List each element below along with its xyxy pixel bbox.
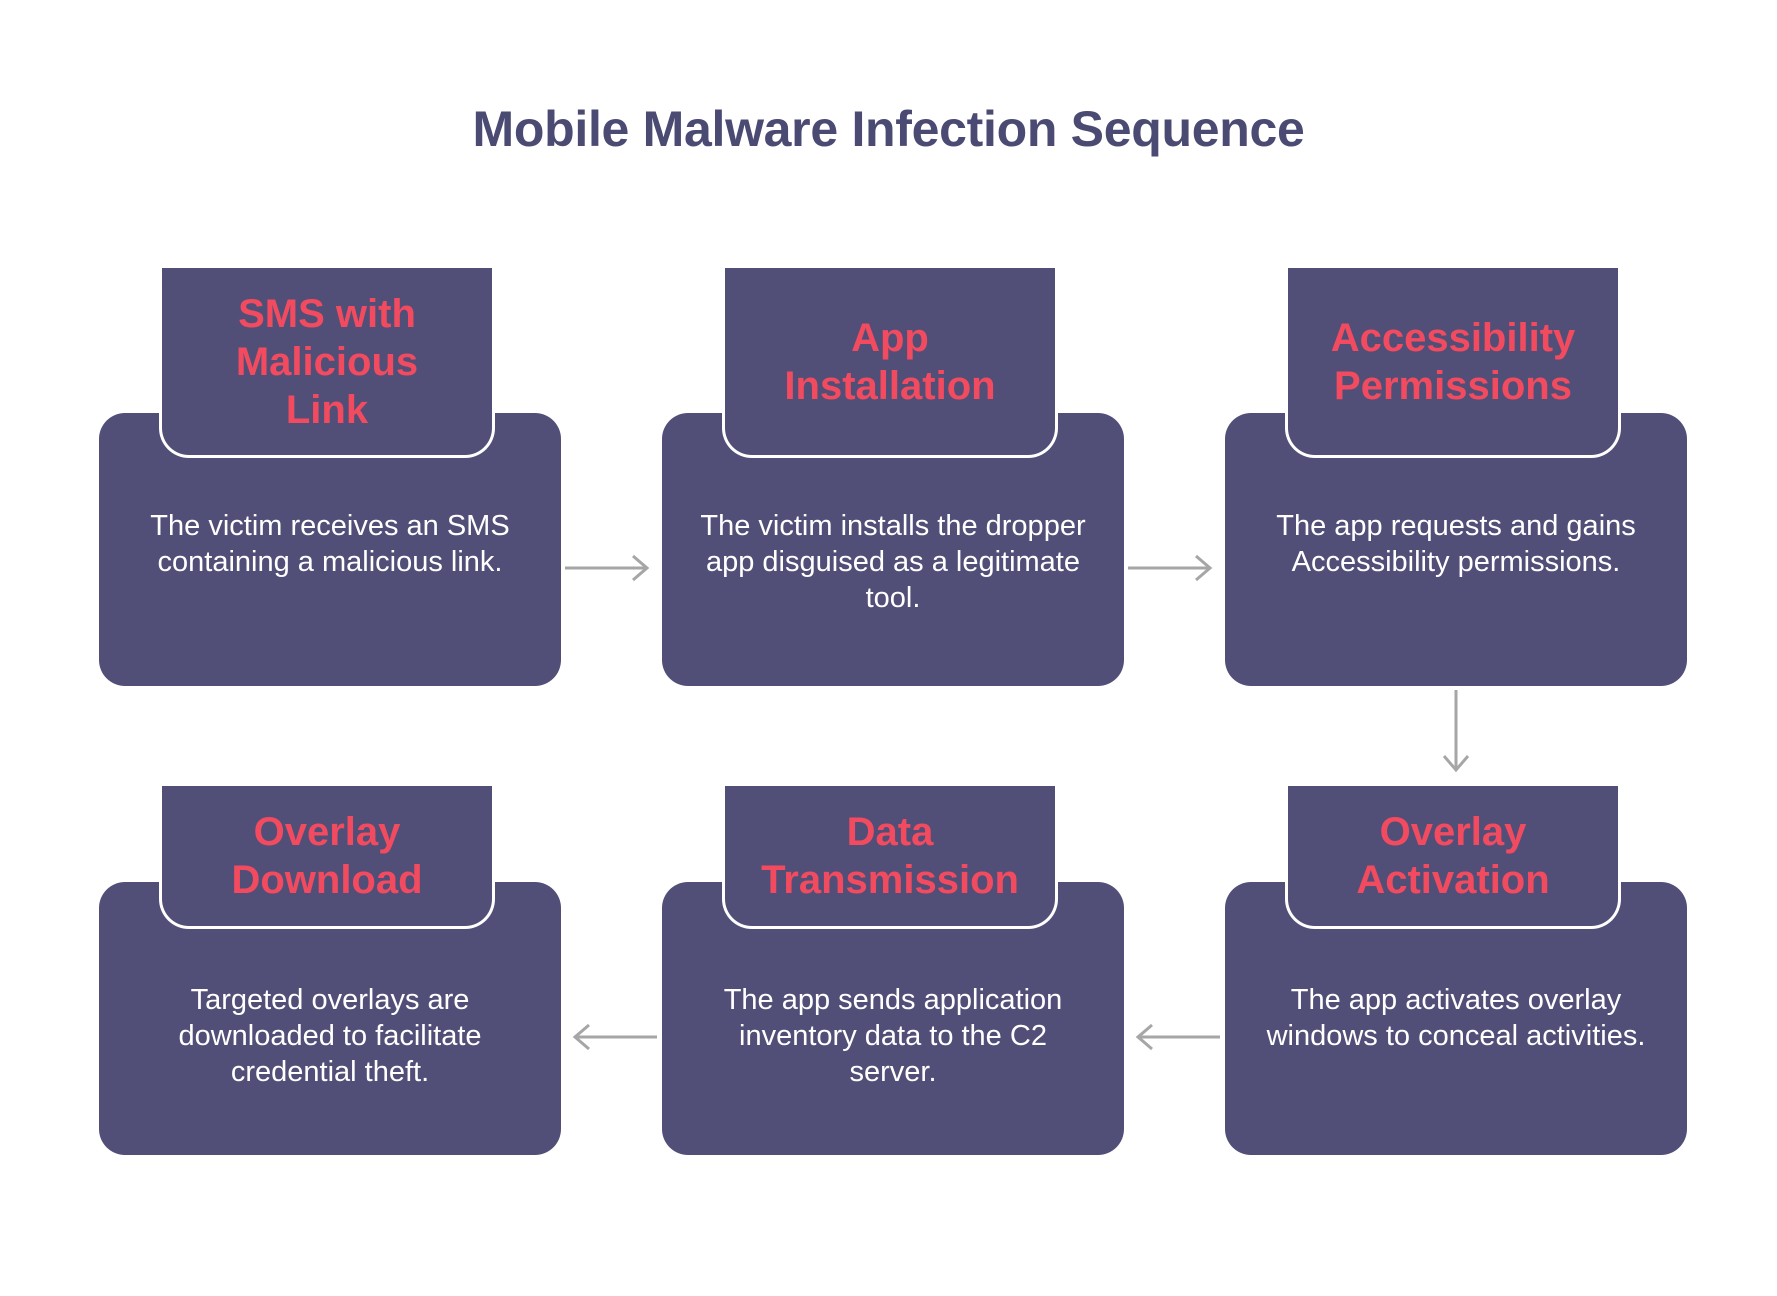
step-title: SMS with Malicious Link [235, 291, 419, 432]
diagram-title: Mobile Malware Infection Sequence [472, 101, 1305, 157]
step-description: The app activates overlay windows to con… [1266, 984, 1646, 1052]
step-card-overlay-activation: Overlay Activation The app activates ove… [1225, 786, 1687, 1158]
arrow-down-icon [1442, 690, 1470, 773]
step-card-data-transmission: Data Transmission The app sends applicat… [662, 786, 1124, 1158]
arrow-right-icon [565, 554, 650, 582]
step-description: Targeted overlays are downloaded to faci… [178, 984, 482, 1088]
step-title: Data Transmission [761, 810, 1019, 902]
step-title: Overlay Activation [1356, 810, 1550, 902]
step-description: The app requests and gains Accessibility… [1276, 510, 1636, 578]
step-card-sms: SMS with Malicious Link The victim recei… [99, 268, 561, 688]
arrow-left-icon [1135, 1023, 1220, 1051]
step-card-overlay-download: Overlay Download Targeted overlays are d… [99, 786, 561, 1158]
step-title: Accessibility Permissions [1330, 315, 1576, 408]
step-title: Overlay Download [231, 810, 423, 902]
step-card-app-installation: App Installation The victim installs the… [662, 268, 1124, 688]
arrow-left-icon [572, 1023, 657, 1051]
step-description: The app sends application inventory data… [723, 984, 1063, 1088]
step-card-accessibility: Accessibility Permissions The app reques… [1225, 268, 1687, 688]
step-description: The victim receives an SMS containing a … [150, 510, 510, 578]
card-body [662, 413, 1124, 686]
step-title: App Installation [784, 315, 996, 408]
card-body [99, 413, 561, 686]
arrow-right-icon [1128, 554, 1213, 582]
step-description: The victim installs the dropper app disg… [700, 510, 1086, 614]
card-body [1225, 413, 1687, 686]
